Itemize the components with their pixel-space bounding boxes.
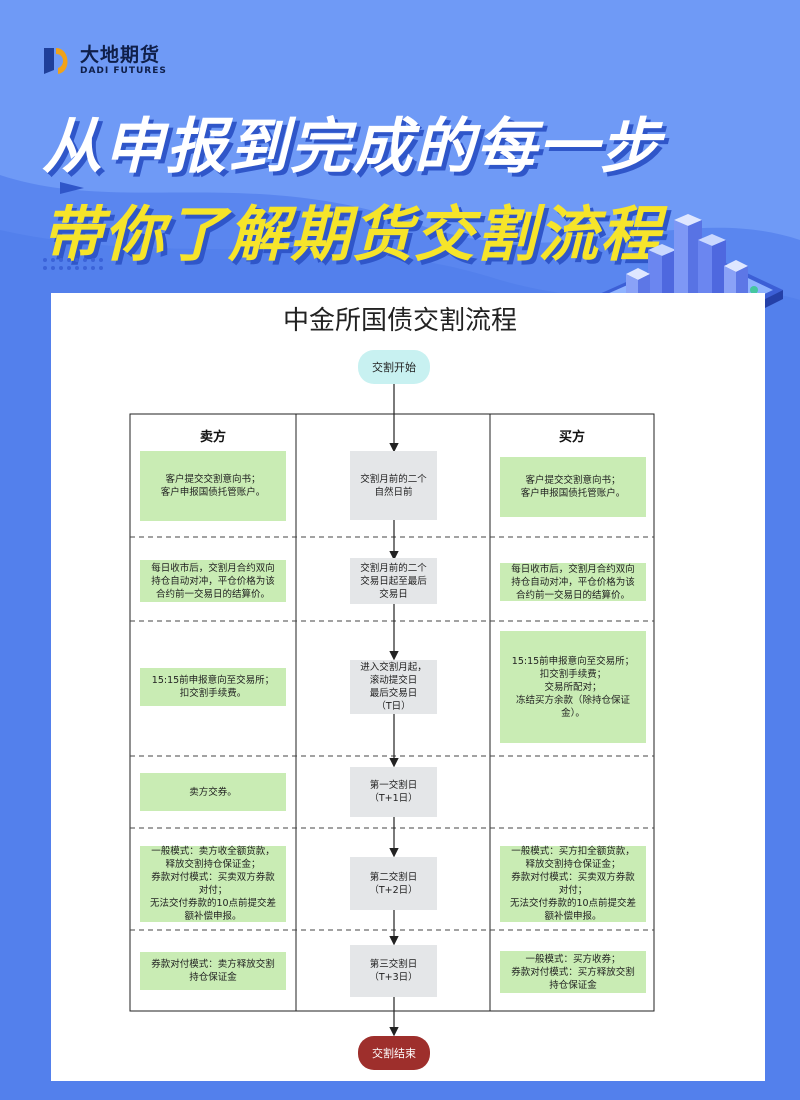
seller-step-2: 每日收市后，交割月合约双向 持仓自动对冲，平仓价格为该 合约前一交易日的结算价。 bbox=[140, 560, 286, 602]
headline-line-2: 带你了解期货交割流程 bbox=[42, 200, 662, 270]
end-terminal: 交割结束 bbox=[358, 1036, 430, 1070]
timeline-step-2: 交割月前的二个 交易日起至最后 交易日 bbox=[350, 558, 437, 604]
timeline-step-3: 进入交割月起， 滚动提交日 最后交易日 （T日） bbox=[350, 660, 437, 714]
buyer-step-3: 15:15前申报意向至交易所； 扣交割手续费； 交易所配对； 冻结买方余款（除持… bbox=[500, 631, 646, 743]
seller-step-1: 客户提交交割意向书； 客户申报国债托管账户。 bbox=[140, 451, 286, 521]
dots-decoration-icon bbox=[43, 258, 103, 270]
buyer-column-header: 买方 bbox=[558, 430, 585, 445]
seller-step-5: 一般模式：卖方收全额货款， 释放交割持仓保证金； 券款对付模式：买卖双方券款 对… bbox=[140, 846, 286, 922]
logo-chinese-name: 大地期货 bbox=[80, 44, 161, 66]
timeline-step-1: 交割月前的二个 自然日前 bbox=[350, 451, 437, 520]
buyer-step-2: 每日收市后，交割月合约双向 持仓自动对冲，平仓价格为该 合约前一交易日的结算价。 bbox=[500, 563, 646, 601]
seller-step-4: 卖方交券。 bbox=[140, 773, 286, 811]
buyer-step-1: 客户提交交割意向书； 客户申报国债托管账户。 bbox=[500, 457, 646, 517]
seller-step-6: 券款对付模式：卖方释放交割 持仓保证金 bbox=[140, 952, 286, 990]
timeline-step-4: 第一交割日 （T+1日） bbox=[350, 767, 437, 817]
seller-step-3: 15:15前申报意向至交易所； 扣交割手续费。 bbox=[140, 668, 286, 706]
brand-logo: 大地期货 DADI FUTURES bbox=[40, 44, 167, 78]
timeline-step-6: 第三交割日 （T+3日） bbox=[350, 945, 437, 997]
buyer-step-6: 一般模式：买方收券； 券款对付模式：买方释放交割 持仓保证金 bbox=[500, 951, 646, 993]
seller-column-header: 卖方 bbox=[199, 430, 226, 445]
logo-mark-icon bbox=[44, 48, 68, 74]
start-terminal: 交割开始 bbox=[358, 350, 430, 384]
diagram-title: 中金所国债交割流程 bbox=[282, 306, 517, 336]
timeline-step-5: 第二交割日 （T+2日） bbox=[350, 857, 437, 910]
triangle-decoration-icon bbox=[60, 182, 84, 194]
logo-english-name: DADI FUTURES bbox=[80, 66, 167, 76]
headline-line-1: 从申报到完成的每一步 bbox=[42, 112, 662, 182]
buyer-step-5: 一般模式：买方扣全额货款， 释放交割持仓保证金； 券款对付模式：买卖双方券款 对… bbox=[500, 846, 646, 922]
